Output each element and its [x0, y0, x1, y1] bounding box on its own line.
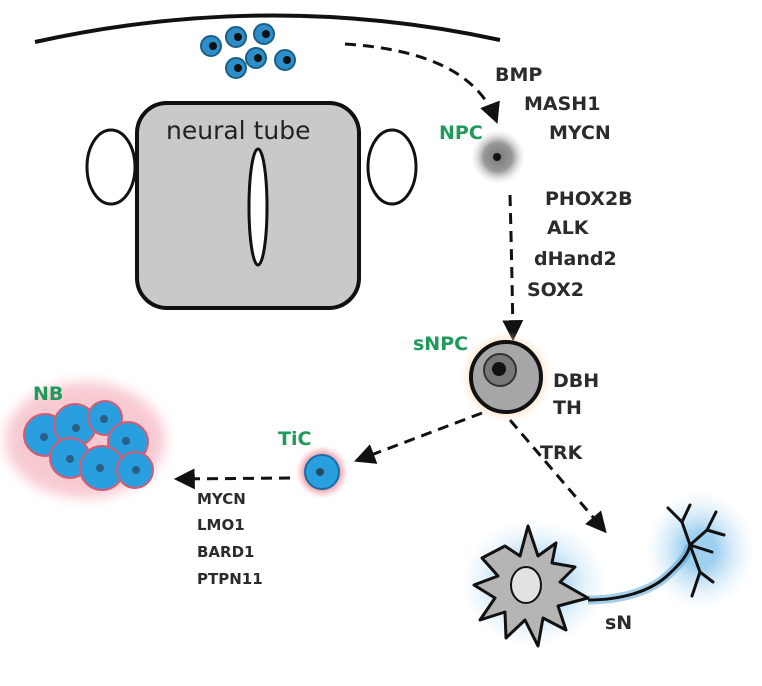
arrow-to-sn	[508, 419, 607, 534]
neural-crest-cells	[200, 23, 296, 79]
sn-neuron	[460, 490, 755, 648]
arrow-to-snpc	[502, 194, 524, 342]
marker-alk: ALK	[547, 217, 589, 239]
somite-right	[366, 128, 418, 206]
neural-tube-lumen	[247, 147, 269, 267]
marker-lmo1: LMO1	[197, 516, 245, 534]
tic-nucleus	[316, 468, 324, 476]
label-npc: NPC	[439, 122, 483, 144]
marker-bmp: BMP	[495, 64, 543, 86]
marker-th: TH	[553, 397, 582, 419]
npc-nucleus	[493, 153, 501, 161]
marker-dbh: DBH	[553, 370, 600, 392]
marker-ptpn11: PTPN11	[197, 570, 263, 588]
nb-cluster	[5, 382, 165, 498]
snpc-nucleus	[492, 362, 506, 376]
label-tic: TiC	[278, 428, 312, 450]
arrow-to-tic	[354, 411, 483, 464]
neural-tube-label: neural tube	[166, 116, 311, 145]
arrow-to-npc	[344, 42, 500, 124]
label-sn: sN	[605, 612, 633, 634]
marker-mash1: MASH1	[524, 93, 601, 115]
somite-left	[85, 128, 137, 206]
arrow-to-nb	[173, 468, 291, 490]
label-nb: NB	[33, 383, 64, 405]
label-snpc: sNPC	[413, 333, 469, 355]
marker-dhand2: dHand2	[534, 248, 617, 270]
marker-mycn-nb: MYCN	[197, 490, 246, 508]
marker-sox2: SOX2	[527, 279, 585, 301]
marker-trk: TRK	[540, 442, 583, 464]
marker-mycn-npc: MYCN	[549, 122, 611, 144]
marker-bard1: BARD1	[197, 543, 255, 561]
ectoderm-surface	[34, 13, 501, 44]
marker-phox2b: PHOX2B	[545, 188, 633, 210]
